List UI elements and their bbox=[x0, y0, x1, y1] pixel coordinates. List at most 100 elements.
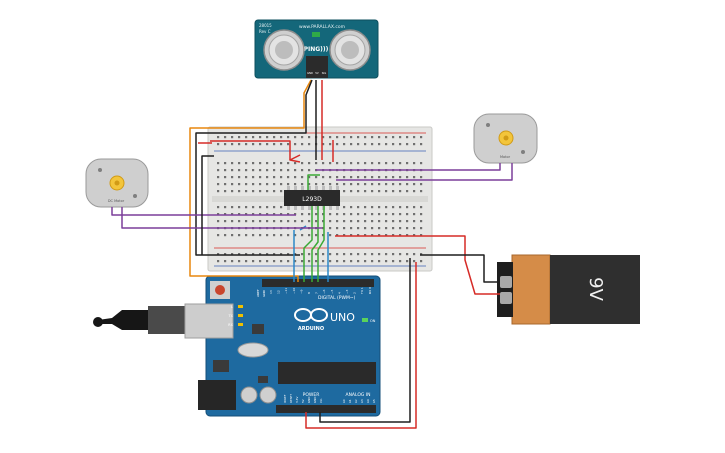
breadboard-hole bbox=[259, 213, 262, 216]
breadboard-hole bbox=[224, 234, 227, 237]
breadboard-hole bbox=[217, 213, 220, 216]
breadboard-holes bbox=[217, 136, 423, 263]
wire-motor-right-a[interactable] bbox=[316, 163, 501, 171]
wire-sensor-gnd[interactable] bbox=[189, 79, 312, 282]
breadboard-hole bbox=[301, 253, 304, 256]
breadboard-hole bbox=[231, 183, 234, 186]
arduino-leds: L TX RX bbox=[227, 305, 243, 327]
breadboard-hole bbox=[287, 183, 290, 186]
breadboard-hole bbox=[245, 253, 248, 256]
wire-5v-return[interactable] bbox=[305, 262, 417, 429]
breadboard-hole bbox=[273, 136, 276, 139]
breadboard-hole bbox=[343, 227, 346, 230]
breadboard-hole bbox=[315, 213, 318, 216]
breadboard-hole bbox=[217, 169, 220, 172]
breadboard-hole bbox=[231, 136, 234, 139]
transducer-right bbox=[329, 29, 371, 71]
breadboard-hole bbox=[392, 190, 395, 193]
breadboard-hole bbox=[364, 234, 367, 237]
breadboard-hole bbox=[336, 213, 339, 216]
breadboard-hole bbox=[217, 220, 220, 223]
breadboard-hole bbox=[280, 213, 283, 216]
wire-battery-pos[interactable] bbox=[335, 235, 500, 295]
breadboard-hole bbox=[364, 253, 367, 256]
breadboard-hole bbox=[301, 234, 304, 237]
breadboard-hole bbox=[357, 213, 360, 216]
led-label-tx: TX bbox=[227, 314, 233, 318]
wire-sensor-black[interactable] bbox=[195, 79, 313, 256]
breadboard-hole bbox=[252, 176, 255, 179]
sensor-name: PING))) bbox=[304, 46, 329, 53]
breadboard-hole bbox=[336, 253, 339, 256]
breadboard-hole bbox=[294, 176, 297, 179]
breadboard-hole bbox=[385, 220, 388, 223]
breadboard-hole bbox=[406, 206, 409, 209]
transducer-left bbox=[263, 29, 305, 71]
atmega-chip bbox=[278, 362, 376, 384]
wire-battery-neg[interactable] bbox=[420, 254, 500, 283]
breadboard-hole bbox=[301, 136, 304, 139]
wire-green-4[interactable] bbox=[317, 206, 325, 282]
breadboard-hole bbox=[385, 162, 388, 165]
breadboard-hole bbox=[259, 176, 262, 179]
analog-pin-label: A2 bbox=[354, 399, 358, 403]
breadboard-hole bbox=[259, 234, 262, 237]
breadboard-hole bbox=[245, 176, 248, 179]
wire-green-1[interactable] bbox=[307, 174, 320, 190]
power-pin-label: 5V bbox=[301, 399, 305, 403]
analog-pin-label: A3 bbox=[360, 399, 364, 403]
breadboard-hole bbox=[273, 206, 276, 209]
breadboard-hole bbox=[392, 183, 395, 186]
breadboard-hole bbox=[280, 190, 283, 193]
breadboard-hole bbox=[301, 162, 304, 165]
digital-pin-label: ~3 bbox=[345, 289, 349, 294]
digital-pin-label: ~5 bbox=[330, 289, 334, 294]
wire-gnd-return[interactable] bbox=[319, 258, 411, 423]
breadboard-hole bbox=[420, 206, 423, 209]
breadboard-hole bbox=[399, 260, 402, 263]
breadboard-hole bbox=[315, 176, 318, 179]
digital-header[interactable] bbox=[262, 279, 374, 287]
chip-leg bbox=[315, 206, 318, 210]
ultrasonic-sensor[interactable]: www.PARALLAX.com 28015 Rev C PING))) GND… bbox=[254, 19, 379, 79]
breadboard-hole bbox=[378, 234, 381, 237]
breadboard-hole bbox=[287, 136, 290, 139]
breadboard-hole bbox=[217, 183, 220, 186]
wire-green-2[interactable] bbox=[303, 206, 313, 282]
power-pin-label: 3.3V bbox=[295, 397, 299, 403]
wire-motor-left-b[interactable] bbox=[121, 207, 322, 229]
breadboard-hole bbox=[308, 234, 311, 237]
breadboard-hole bbox=[231, 206, 234, 209]
breadboard-hole bbox=[238, 162, 241, 165]
breadboard-hole bbox=[280, 206, 283, 209]
power-pin-label: GND bbox=[313, 397, 317, 403]
breadboard-hole bbox=[413, 234, 416, 237]
breadboard-hole bbox=[413, 253, 416, 256]
breadboard-hole bbox=[336, 136, 339, 139]
wire-motor-right-b[interactable] bbox=[336, 163, 513, 181]
battery-9v[interactable]: 9V bbox=[497, 254, 640, 325]
wire-green-3[interactable] bbox=[311, 206, 319, 282]
breadboard-hole bbox=[385, 183, 388, 186]
l293d-driver-chip[interactable]: L293D bbox=[284, 186, 340, 210]
dc-motor-left-label: DC Motor bbox=[108, 199, 125, 203]
wires bbox=[111, 79, 513, 429]
sensor-rev: Rev C bbox=[259, 29, 271, 34]
breadboard-hole bbox=[217, 190, 220, 193]
power-analog-header[interactable] bbox=[276, 405, 376, 413]
dc-motor-right[interactable]: Motor bbox=[473, 113, 538, 164]
dc-motor-left[interactable]: DC Motor bbox=[85, 158, 149, 208]
breadboard-hole bbox=[217, 260, 220, 263]
breadboard-hole bbox=[217, 143, 220, 146]
wire-motor-left-a[interactable] bbox=[111, 207, 296, 216]
breadboard-hole bbox=[371, 183, 374, 186]
breadboard-hole bbox=[385, 213, 388, 216]
breadboard-hole bbox=[350, 162, 353, 165]
arduino-uno[interactable]: UNO ARDUINO ON DIGITAL (PWM~) POWER ANAL… bbox=[93, 275, 381, 417]
breadboard-hole bbox=[420, 213, 423, 216]
analog-pin-label: A0 bbox=[342, 399, 346, 403]
breadboard-hole bbox=[329, 220, 332, 223]
breadboard-hole bbox=[245, 162, 248, 165]
breadboard-hole bbox=[245, 169, 248, 172]
